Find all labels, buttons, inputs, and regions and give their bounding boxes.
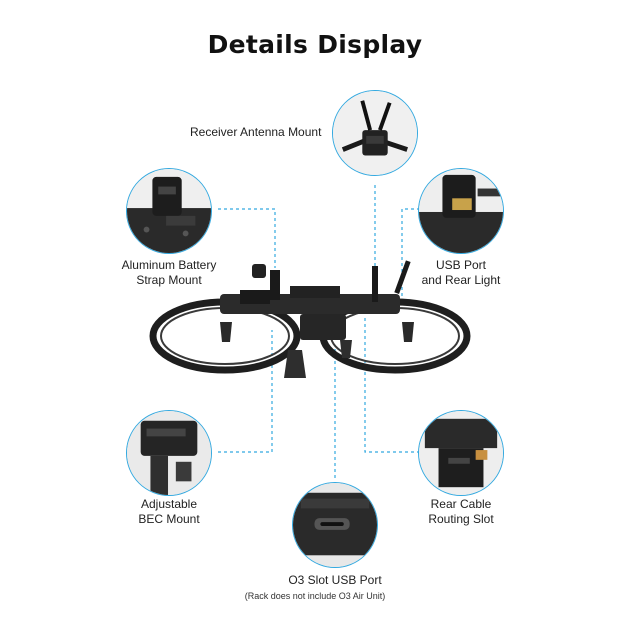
adjustable-bec-mount-detail	[126, 410, 212, 496]
strap-mount-image	[127, 169, 211, 253]
receiver-antenna-mount-detail	[332, 90, 418, 176]
receiver-antenna-mount-label: Receiver Antenna Mount	[190, 125, 322, 139]
adjustable-bec-mount-label: Adjustable BEC Mount	[138, 497, 200, 526]
bec-mount-image	[127, 411, 211, 495]
antenna-mount-image	[333, 91, 417, 175]
aluminum-battery-strap-mount-label: Aluminum Battery Strap Mount	[121, 258, 217, 287]
o3-slot-image	[293, 483, 377, 567]
drone-frame-image	[149, 260, 471, 378]
page-title: Details Display	[207, 30, 423, 59]
rear-cable-routing-slot-label: Rear Cable Routing Slot	[428, 497, 494, 526]
usb-port-image	[419, 169, 503, 253]
aluminum-battery-strap-mount-detail	[126, 168, 212, 254]
usb-port-rear-light-label: USB Port and Rear Light	[421, 258, 501, 287]
o3-slot-usb-port-detail	[292, 482, 378, 568]
rear-cable-routing-slot-detail	[418, 410, 504, 496]
o3-slot-note: (Rack does not include O3 Air Unit)	[244, 591, 386, 601]
usb-port-rear-light-detail	[418, 168, 504, 254]
cable-slot-image	[419, 411, 503, 495]
o3-slot-usb-port-label: O3 Slot USB Port	[288, 573, 382, 587]
